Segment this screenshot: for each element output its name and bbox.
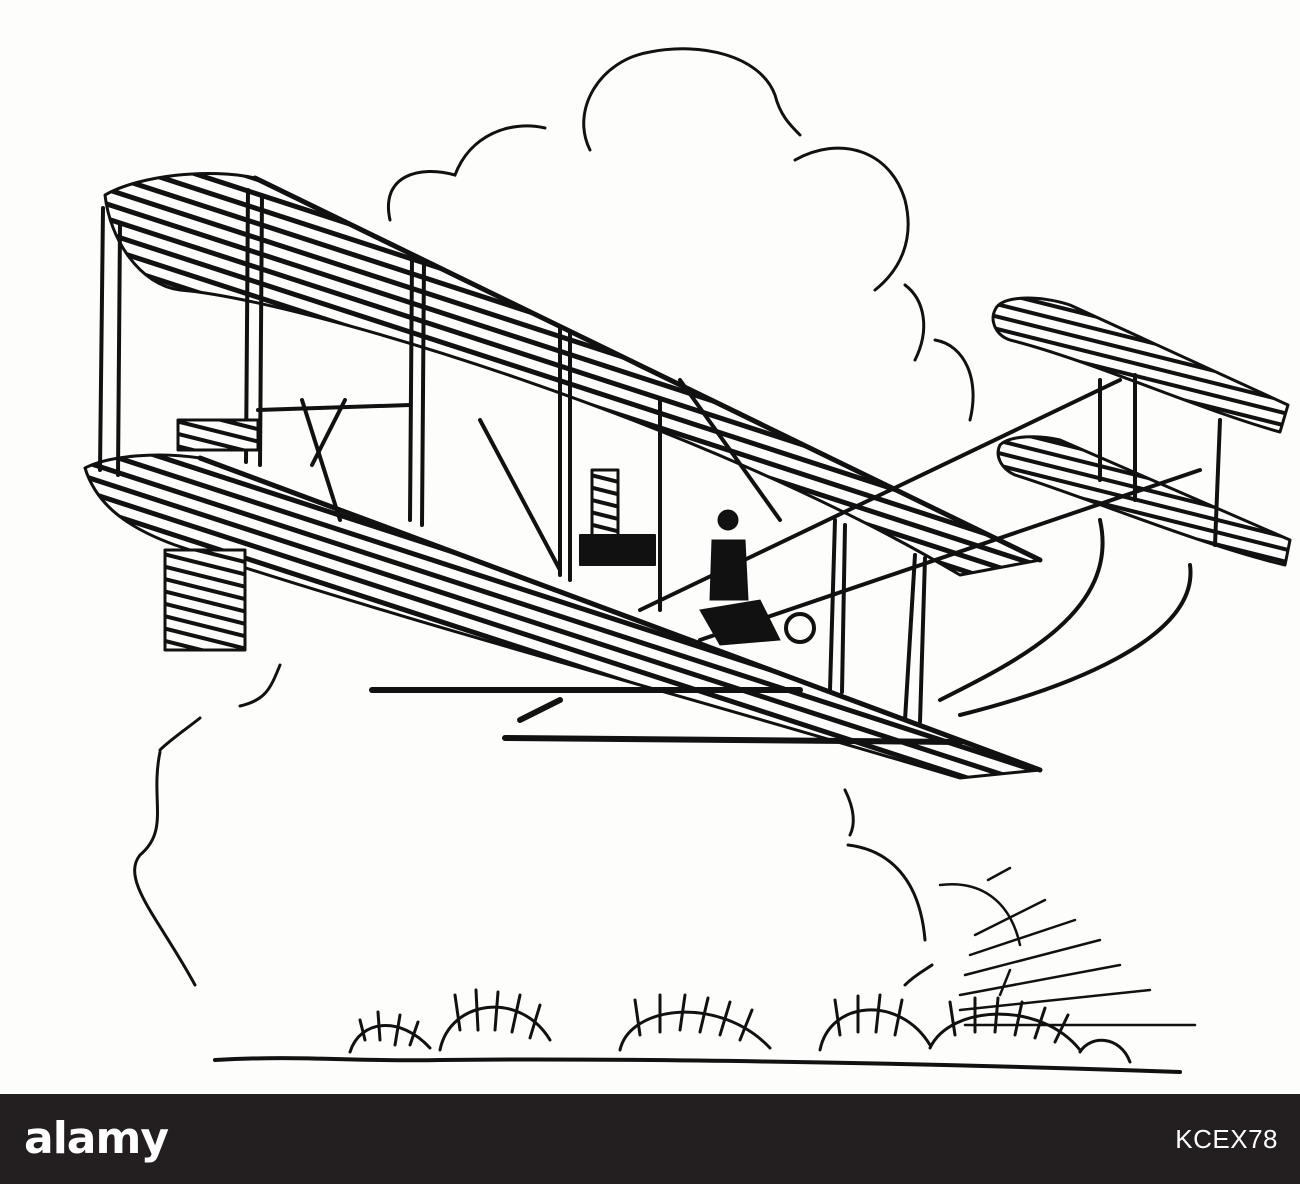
cloud-icon xyxy=(133,47,975,987)
bushes-icon xyxy=(213,988,1182,1074)
illustration xyxy=(83,47,1292,1074)
image-id: KCEX78 xyxy=(1175,1123,1278,1154)
sun-rays-icon xyxy=(938,866,1197,1027)
brand-logo: alamy xyxy=(24,1113,169,1164)
biplane-icon xyxy=(83,171,1292,780)
pilot-icon xyxy=(699,509,816,646)
watermark-footer: alamy KCEX78 xyxy=(0,1094,1300,1184)
